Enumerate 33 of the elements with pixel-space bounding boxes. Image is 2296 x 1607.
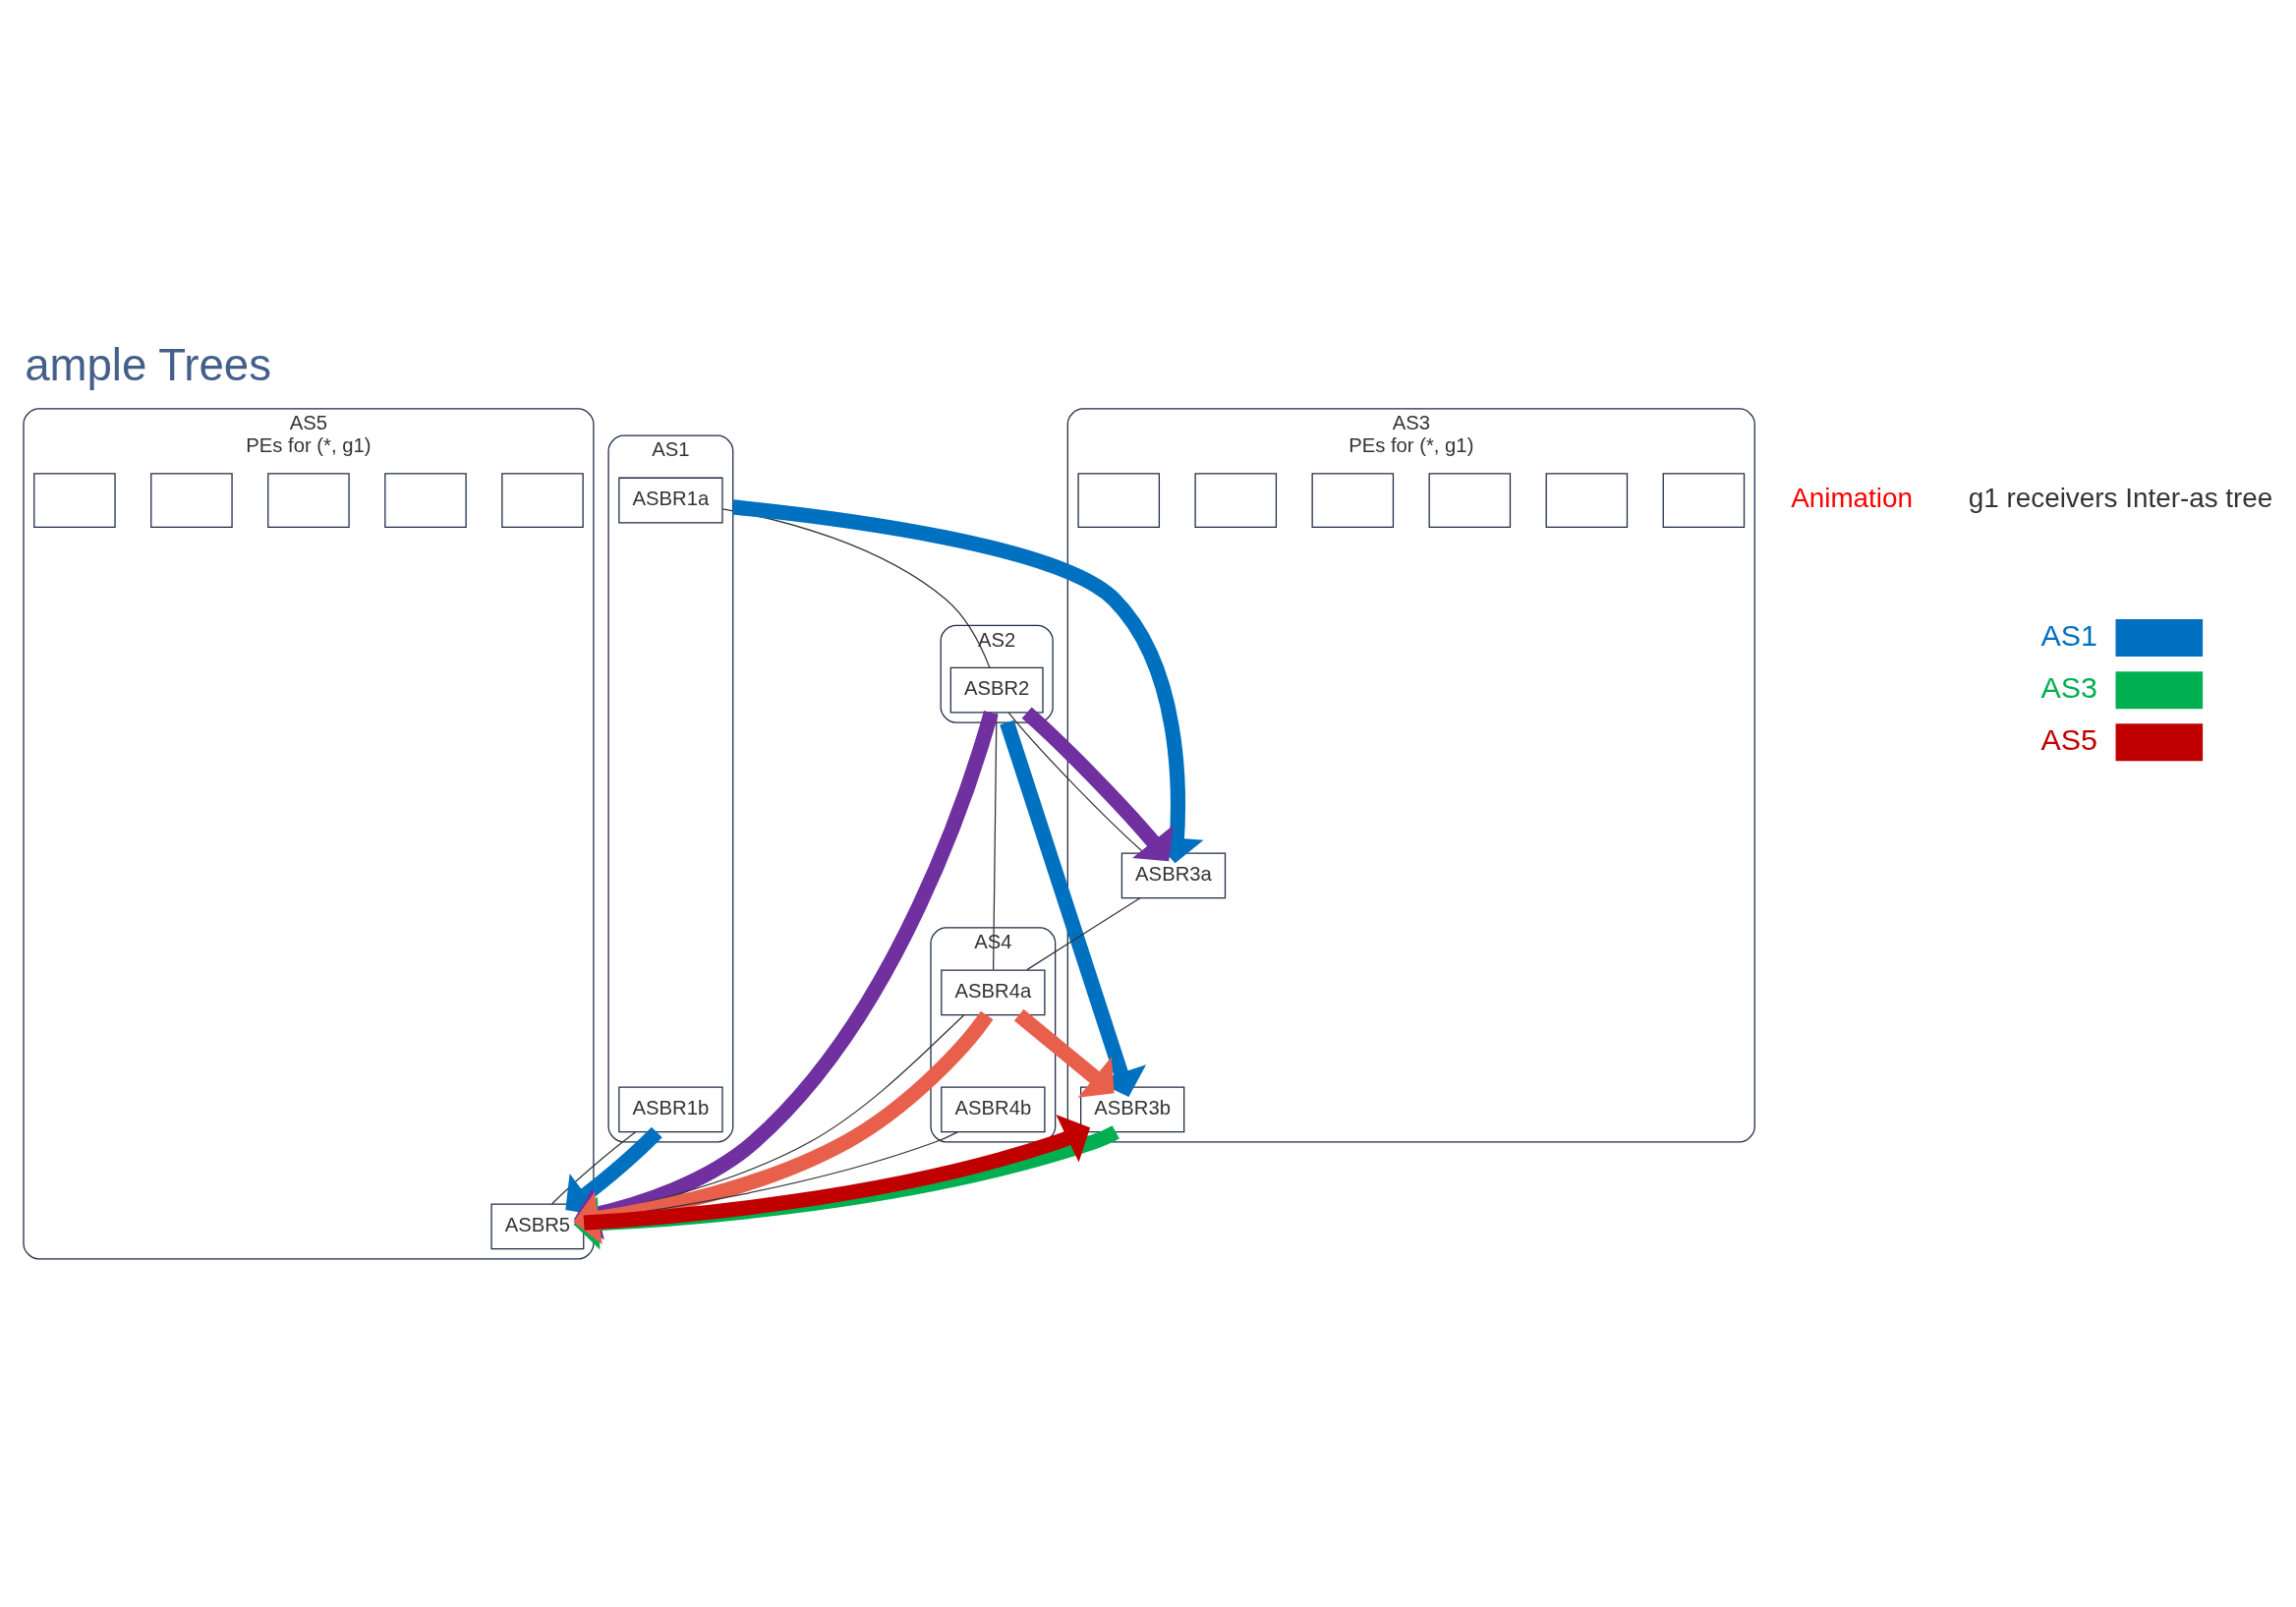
connector (551, 1130, 637, 1204)
arrow (1000, 719, 1147, 1097)
node-box (501, 472, 584, 528)
connector (993, 712, 998, 970)
legend-label: AS3 (2040, 669, 2097, 704)
node-box: ASBR3a (1120, 851, 1227, 898)
node-box (1662, 472, 1746, 528)
arrow (1021, 706, 1175, 861)
diagram-title: ample Trees (25, 339, 271, 390)
node-box (384, 472, 467, 528)
node-box: ASBR4a (941, 968, 1046, 1015)
node-box: ASBR2 (949, 666, 1044, 714)
node-box (1077, 472, 1161, 528)
connector (1026, 896, 1141, 970)
node-box: ASBR5 (490, 1202, 585, 1249)
node-box (267, 472, 350, 528)
node-box (1311, 472, 1395, 528)
node-box (1545, 472, 1629, 528)
node-box: ASBR1a (618, 477, 723, 523)
legend-label: AS5 (2040, 721, 2097, 756)
arrow (731, 498, 1204, 863)
connector (721, 507, 991, 668)
node-box (150, 472, 233, 528)
node-box: ASBR3b (1080, 1085, 1185, 1132)
node-box: ASBR4b (941, 1085, 1046, 1132)
node-box (1194, 472, 1278, 528)
legend-label: AS1 (2040, 617, 2097, 652)
node-box (1428, 472, 1512, 528)
node-box: ASBR1b (618, 1085, 723, 1132)
label: g1 receivers Inter-as tree (1968, 482, 2273, 513)
arrow (1013, 1008, 1115, 1098)
label: Animation (1791, 482, 1913, 513)
node-box (33, 472, 116, 528)
